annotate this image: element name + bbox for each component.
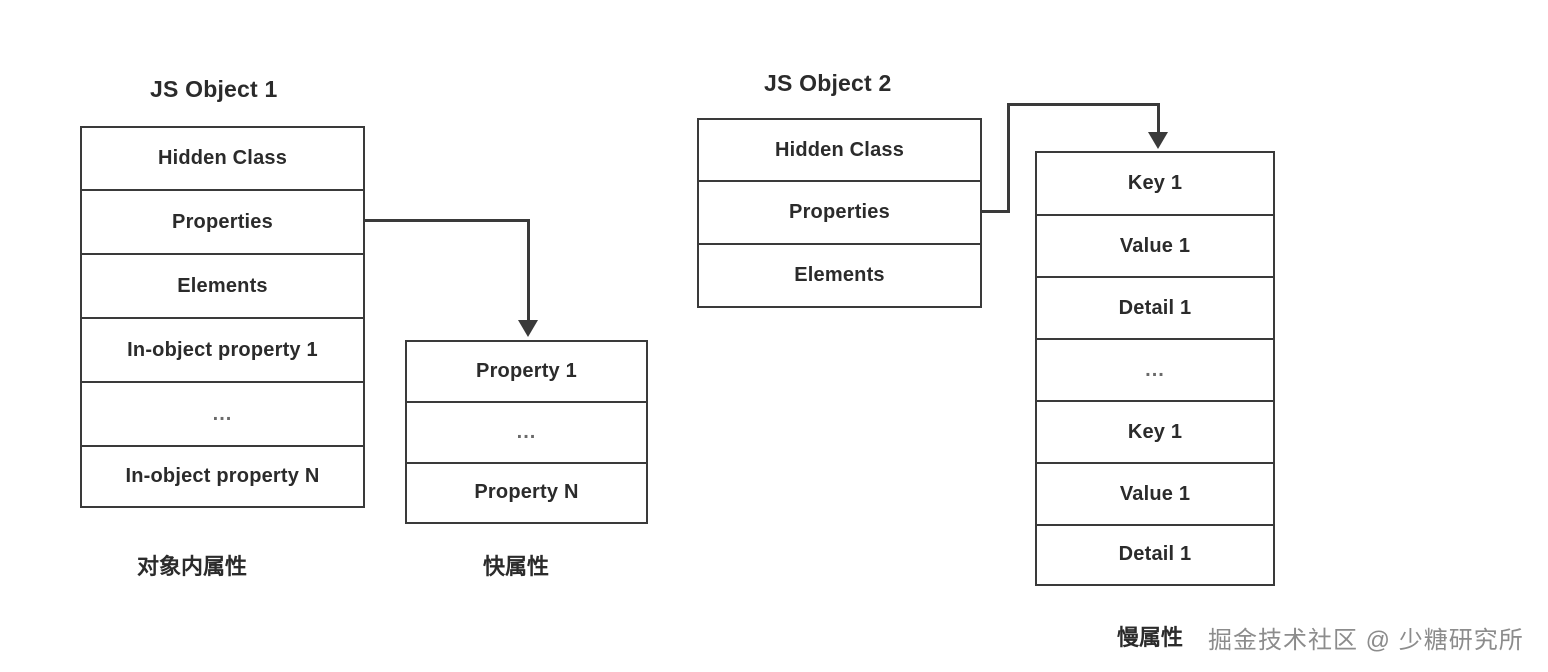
row-detail-1-b: Detail 1 [1118,543,1192,565]
row-detail-1: Detail 1 [1037,278,1273,340]
row-properties: Properties [82,191,363,255]
connector-2-horizontal-b [1007,103,1160,106]
watermark-text: 掘金技术社区 @ 少糖研究所 [1208,627,1524,654]
fast-properties-box: Property 1 ... Property N [405,340,648,524]
row-ellipsis: ... [407,403,646,464]
row-properties: Properties [699,182,980,245]
row-elements: Elements [794,263,885,286]
row-hidden-class: Hidden Class [699,120,980,182]
connector-2-horizontal-a [982,210,1010,213]
connector-1-arrowhead-icon [518,320,538,337]
row-key-1: Key 1 [1037,153,1273,216]
connector-2-vertical-a [1007,103,1010,213]
connector-1-horizontal [365,219,530,222]
js-object-2-title: JS Object 2 [764,70,892,96]
caption-in-object-properties: 对象内属性 [137,554,248,579]
row-hidden-class: Hidden Class [82,128,363,191]
connector-1-vertical [527,219,530,321]
connector-2-vertical-b [1157,103,1160,135]
row-property-1: Property 1 [407,342,646,403]
row-key-1-b: Key 1 [1037,402,1273,464]
connector-2-arrowhead-icon [1148,132,1168,149]
caption-slow-properties: 慢属性 [1117,625,1184,650]
row-property-n: Property N [474,481,579,503]
row-in-object-property-n: In-object property N [125,464,320,487]
row-value-1-b: Value 1 [1037,464,1273,526]
js-object-1-title: JS Object 1 [150,76,278,102]
js-object-2-box: Hidden Class Properties Elements [697,118,982,308]
js-object-1-box: Hidden Class Properties Elements In-obje… [80,126,365,508]
row-ellipsis: ... [82,383,363,447]
row-value-1: Value 1 [1037,216,1273,278]
row-elements: Elements [82,255,363,319]
slow-properties-box: Key 1 Value 1 Detail 1 ... Key 1 Value 1… [1035,151,1275,586]
caption-fast-properties: 快属性 [483,554,550,579]
row-in-object-property-1: In-object property 1 [82,319,363,383]
row-ellipsis: ... [1037,340,1273,402]
